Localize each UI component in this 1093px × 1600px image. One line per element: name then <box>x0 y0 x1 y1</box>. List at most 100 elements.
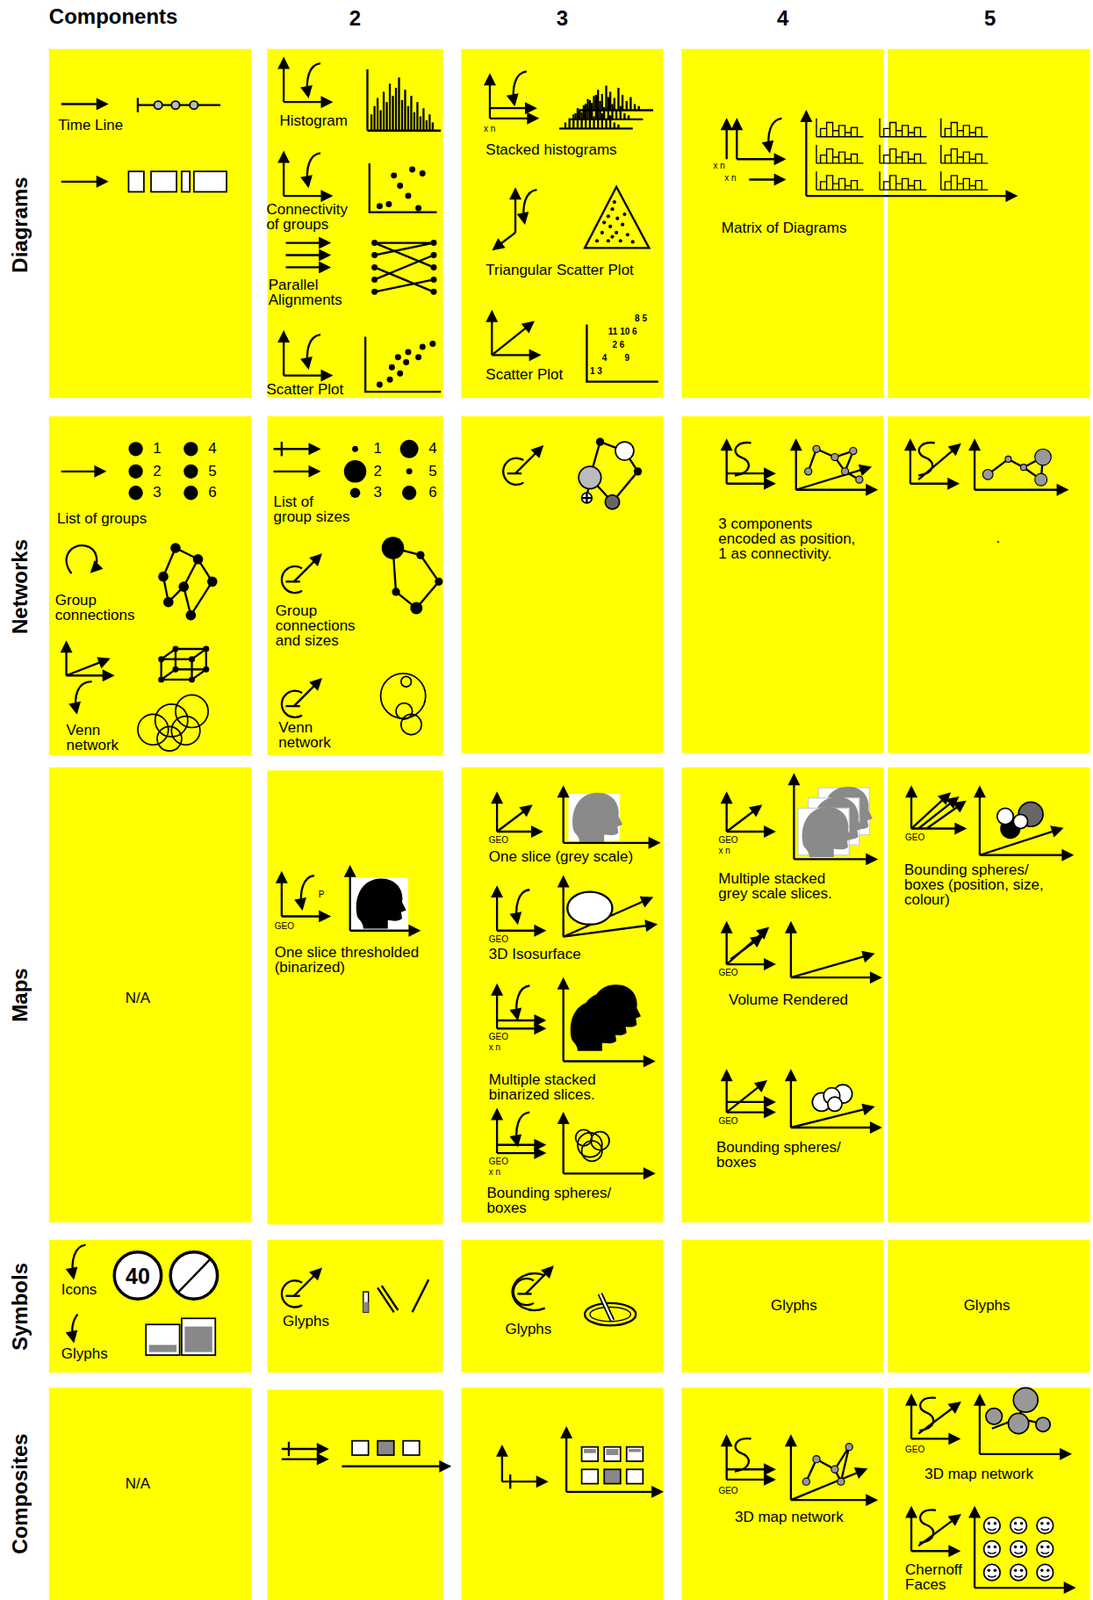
cell-caption: Chernoff Faces <box>905 1561 967 1592</box>
axis-tag: GEO <box>488 1157 509 1166</box>
map-3-icons <box>496 787 659 1173</box>
cell-caption: Icons <box>61 1281 98 1297</box>
grid-cell: Glyphs <box>460 1239 663 1373</box>
axis-tag: x n <box>713 161 726 171</box>
cell-caption: 3D Isosurface <box>488 946 582 962</box>
axis-tag: GEO <box>488 835 509 845</box>
sign-number: 40 <box>125 1265 151 1288</box>
group-number: 1 <box>152 440 161 456</box>
grid-cell: Time Line <box>49 49 252 399</box>
row-header: Composites <box>9 1432 31 1554</box>
row-header: Maps <box>9 968 31 1022</box>
axis-tag: GEO <box>718 1116 738 1126</box>
grid-cell: 3D map networkChernoff Faces <box>887 1387 1090 1600</box>
cell-grounds <box>49 49 1091 1600</box>
grid-cell: 3 components encoded as position, 1 as c… <box>682 416 885 754</box>
group-number: 5 <box>208 463 216 479</box>
timeline-icons <box>61 98 227 193</box>
grid-cell: List of group sizesGroup connections and… <box>267 416 444 756</box>
row-header: Diagrams <box>9 176 31 273</box>
cell-caption: 3D map network <box>734 1509 844 1525</box>
cell-caption: List of groups <box>57 510 147 526</box>
column-header: Components <box>49 6 179 28</box>
row-header: Networks <box>9 539 31 634</box>
symbol-icons <box>71 1244 636 1355</box>
axis-tag: GEO <box>488 934 509 944</box>
cell-caption: Venn network <box>278 719 340 750</box>
group-number: 3 <box>152 484 161 500</box>
cell-caption: N/A <box>125 989 151 1005</box>
cell-caption: Group connections <box>55 592 139 623</box>
grid-cell: IconsGlyphs <box>49 1239 252 1373</box>
diagram-3-icons <box>489 71 659 382</box>
map-5-icons <box>911 787 1072 856</box>
grid-cell: HistogramConnectivity of groupsParallel … <box>267 49 444 399</box>
cell-caption: N/A <box>125 1475 151 1491</box>
map-4-icons <box>726 775 880 1128</box>
cell-caption: Multiple stacked binarized slices. <box>488 1071 608 1102</box>
point-number: 8 5 <box>634 314 648 324</box>
cell-caption: Histogram <box>280 113 348 129</box>
group-number: 2 <box>373 463 382 479</box>
grid-cell: Glyphs <box>682 1239 885 1373</box>
column-header: 3 <box>556 7 569 29</box>
axis-tag: GEO <box>274 921 295 931</box>
axis-tag: x n <box>483 124 496 134</box>
cell-caption: Glyphs <box>282 1313 330 1329</box>
point-number: 2 6 <box>611 340 625 350</box>
cell-caption: 3D map network <box>924 1466 1034 1482</box>
cell-caption: Glyphs <box>770 1296 818 1312</box>
axis-tag: GEO <box>718 1486 738 1496</box>
cell-caption: Multiple stacked grey scale slices. <box>718 870 842 901</box>
axis-tag: x n <box>724 173 736 183</box>
network-2-icons <box>273 439 444 735</box>
cell-caption: Stacked histograms <box>485 142 617 158</box>
cell-caption: Venn network <box>66 722 129 753</box>
cell-caption: One slice thresholded (binarized) <box>274 944 429 975</box>
cell-caption: List of group sizes <box>273 494 355 525</box>
group-number: 4 <box>428 440 437 456</box>
grid-cell: 3D map network <box>682 1387 885 1600</box>
grid-cell: N/A <box>49 1387 252 1600</box>
group-number: 6 <box>208 484 216 500</box>
cell-caption: Scatter Plot <box>266 381 344 397</box>
axis-tag: P <box>318 890 325 899</box>
cell-caption: Glyphs <box>504 1321 552 1337</box>
network-3-icons <box>503 437 642 509</box>
grid-cell: One slice thresholded (binarized) <box>267 770 444 1225</box>
group-number: 2 <box>152 463 161 479</box>
cell-caption: Bounding spheres/ boxes (position, size,… <box>904 862 1054 907</box>
grid-cell: . <box>887 416 1090 754</box>
cell-caption: Group connections and sizes <box>275 603 364 648</box>
group-number: 4 <box>208 440 216 456</box>
cell-caption: 3 components encoded as position, 1 as c… <box>718 516 863 561</box>
row-header: Symbols <box>9 1262 31 1351</box>
grid-cell: Multiple stacked grey scale slices.Volum… <box>682 767 885 1223</box>
cell-caption: Bounding spheres/ boxes <box>486 1185 619 1216</box>
network-5-icons <box>910 440 1067 490</box>
grid-cell: Glyphs <box>887 1239 1090 1373</box>
grid-cell: Stacked histogramsTriangular Scatter Plo… <box>460 49 663 399</box>
axis-tag: GEO <box>905 833 925 842</box>
point-number: 11 10 6 <box>608 327 638 337</box>
axis-tag: x n <box>718 846 730 856</box>
axis-tag: GEO <box>488 1032 509 1042</box>
network-4-icons <box>726 440 877 490</box>
cell-caption: Scatter Plot <box>485 366 563 382</box>
grid-cell: N/A <box>49 767 252 1223</box>
point-number: 9 <box>624 353 630 363</box>
cell-caption: Glyphs <box>963 1296 1011 1312</box>
group-number: 5 <box>428 463 437 479</box>
axis-tag: GEO <box>718 968 738 978</box>
point-number: 1 3 <box>589 366 603 376</box>
group-number: 1 <box>373 440 382 456</box>
grid-cell: Glyphs <box>267 1239 444 1373</box>
cell-caption: Triangular Scatter Plot <box>485 262 634 278</box>
axis-tag: x n <box>488 1167 501 1177</box>
axis-tag: GEO <box>905 1445 925 1454</box>
cell-caption: Time Line <box>57 117 123 133</box>
cell-caption: Connectivity of groups <box>266 201 354 232</box>
grid-cell: List of groupsGroup connectionsVenn netw… <box>49 416 252 756</box>
column-header: 4 <box>776 7 789 29</box>
